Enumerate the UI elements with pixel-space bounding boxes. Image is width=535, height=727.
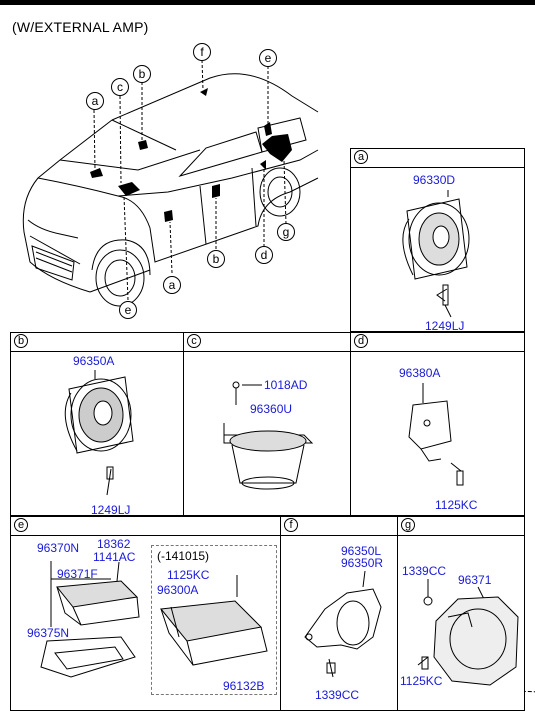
bracket-d-drawing xyxy=(408,383,464,486)
top-border xyxy=(0,0,535,5)
part-1249LJ-a: 1249LJ xyxy=(425,319,465,333)
callout-a: a xyxy=(86,92,104,110)
callout-b: b xyxy=(133,65,151,83)
callout-f: f xyxy=(193,43,211,61)
part-96132B: 96132B xyxy=(223,679,265,693)
part-1141AC: 1141AC xyxy=(93,550,136,564)
part-1125KC-e: 1125KC xyxy=(167,568,210,582)
part-96371F: 96371F xyxy=(57,567,98,581)
inset-box xyxy=(151,545,277,695)
part-96360U: 96360U xyxy=(250,402,293,416)
panel-a: a 96330D 1249LJ xyxy=(350,148,525,333)
part-1339CC-f: 1339CC xyxy=(315,688,360,702)
speaker-a-drawing xyxy=(402,190,470,318)
part-96375N: 96375N xyxy=(27,626,70,640)
panel-d: d 96380A 1125KC xyxy=(350,332,525,516)
callout-c: c xyxy=(111,78,129,96)
panel-e-letter: e xyxy=(14,518,28,532)
part-96330D: 96330D xyxy=(413,173,456,187)
part-1018AD: 1018AD xyxy=(264,378,308,392)
inset-label: (-141015) xyxy=(157,549,210,563)
part-1125KC-d: 1125KC xyxy=(435,498,478,512)
panel-b-letter: b xyxy=(14,334,28,348)
part-96380A: 96380A xyxy=(399,366,441,380)
panel-b: b 96350A 1249LJ xyxy=(10,332,184,517)
panel-d-letter: d xyxy=(354,334,368,348)
panel-e: e 96370N 18362 1141AC 96371F 96375N (-14… xyxy=(10,516,281,711)
part-96300A: 96300A xyxy=(157,583,199,597)
part-96350A: 96350A xyxy=(73,354,115,368)
speaker-c-drawing xyxy=(223,381,314,490)
callout-g: g xyxy=(277,223,295,241)
part-1125KC-g: 1125KC xyxy=(400,674,443,688)
amplifier-e-drawing xyxy=(40,561,268,678)
part-1339CC-g: 1339CC xyxy=(402,564,447,578)
panel-f-letter: f xyxy=(284,518,298,532)
callout-d: d xyxy=(255,246,273,264)
panel-g-letter: g xyxy=(401,518,415,532)
part-96371: 96371 xyxy=(458,573,492,587)
part-96350L: 96350L xyxy=(341,544,382,558)
panel-a-letter: a xyxy=(354,150,368,164)
panel-f: f 96350L 96350R 1339CC xyxy=(280,516,398,711)
callout-b-lower: b xyxy=(207,250,225,268)
page-title: (W/EXTERNAL AMP) xyxy=(12,19,149,35)
speaker-b-drawing xyxy=(64,370,134,496)
callout-e-lower: e xyxy=(119,301,137,319)
callout-e: e xyxy=(259,49,277,67)
bracket-f-drawing xyxy=(304,570,382,678)
woofer-g-drawing xyxy=(417,579,519,686)
part-1249LJ-b: 1249LJ xyxy=(91,503,131,517)
callout-a-lower: a xyxy=(163,276,181,294)
panel-c: c 1018AD 96360U xyxy=(183,332,351,516)
part-18362: 18362 xyxy=(97,537,131,551)
part-96370N: 96370N xyxy=(37,541,80,555)
part-96350R: 96350R xyxy=(341,556,384,570)
panel-g: g 1339CC 96371 1125KC xyxy=(397,516,525,711)
panel-c-letter: c xyxy=(187,334,201,348)
